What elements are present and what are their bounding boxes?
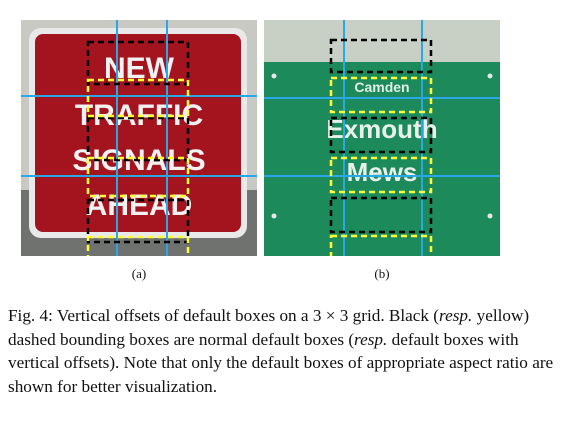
default-box-normal-1 [329,38,433,74]
default-box-normal-1 [86,40,190,86]
panel-a-label: (a) [131,266,147,281]
default-box-normal-3 [329,196,433,234]
caption-resp-1: resp. [439,306,473,325]
default-box-normal-3 [86,198,190,244]
caption-mid: yellow) dashed bounding boxes are normal… [8,306,530,349]
default-box-offset-1 [329,76,433,114]
panel-a-image: NEW TRAFFIC SIGNALS AHEAD [21,20,257,256]
sign-b-brand: Camden [354,79,409,95]
sign-b-screw-2 [487,73,493,79]
panel-b-label: (b) [374,266,390,281]
sign-b-screw-4 [487,213,493,219]
figure-panel-b: Camden Exmouth Mews [264,20,500,256]
panel-b-image: Camden Exmouth Mews [264,20,500,256]
default-box-offset-1 [86,78,190,118]
caption-suffix: default boxes with vertical offsets). No… [8,329,554,396]
default-box-offset-3 [329,234,433,256]
default-box-normal-2 [86,116,190,162]
caption-prefix: Fig. 4: Vertical offsets of default boxe… [8,306,440,325]
default-box-offset-3 [86,235,190,256]
default-box-offset-2 [329,156,433,194]
sign-a-face [35,34,241,232]
caption-resp-2: resp. [354,329,388,349]
figure-panel-a: NEW TRAFFIC SIGNALS AHEAD [21,20,257,256]
sign-b-line-2: Mews [347,157,418,187]
sign-a-line-4: AHEAD [86,189,193,222]
sign-b-screw-1 [271,73,277,79]
default-box-normal-2 [329,116,433,154]
figure-caption: Fig. 4: Vertical offsets of default boxe… [8,304,556,398]
sign-b-screw-3 [271,213,277,219]
default-box-offset-2 [86,156,190,198]
